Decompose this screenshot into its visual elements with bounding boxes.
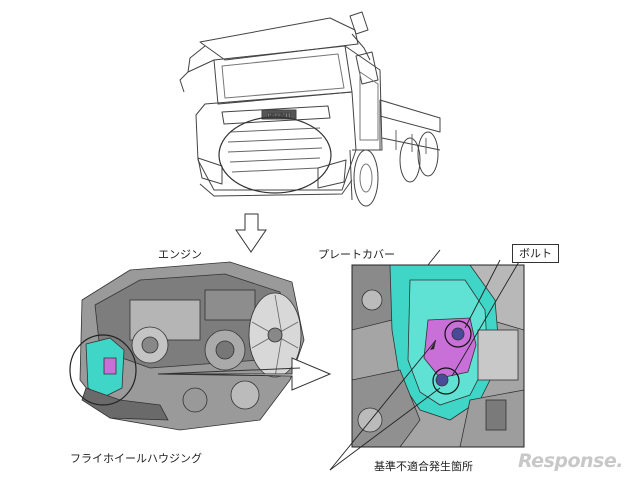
nonconformity-location-label: 基準不適合発生箇所 [374, 460, 473, 473]
plate-cover-label: プレートカバー [318, 248, 395, 261]
response-watermark: Response. [518, 450, 623, 472]
engine-label: エンジン [158, 248, 202, 261]
bolt-label: ボルト [512, 244, 559, 263]
truck-logo: ISUZU [267, 112, 291, 120]
flywheel-housing-label: フライホイールハウジング [70, 452, 202, 465]
